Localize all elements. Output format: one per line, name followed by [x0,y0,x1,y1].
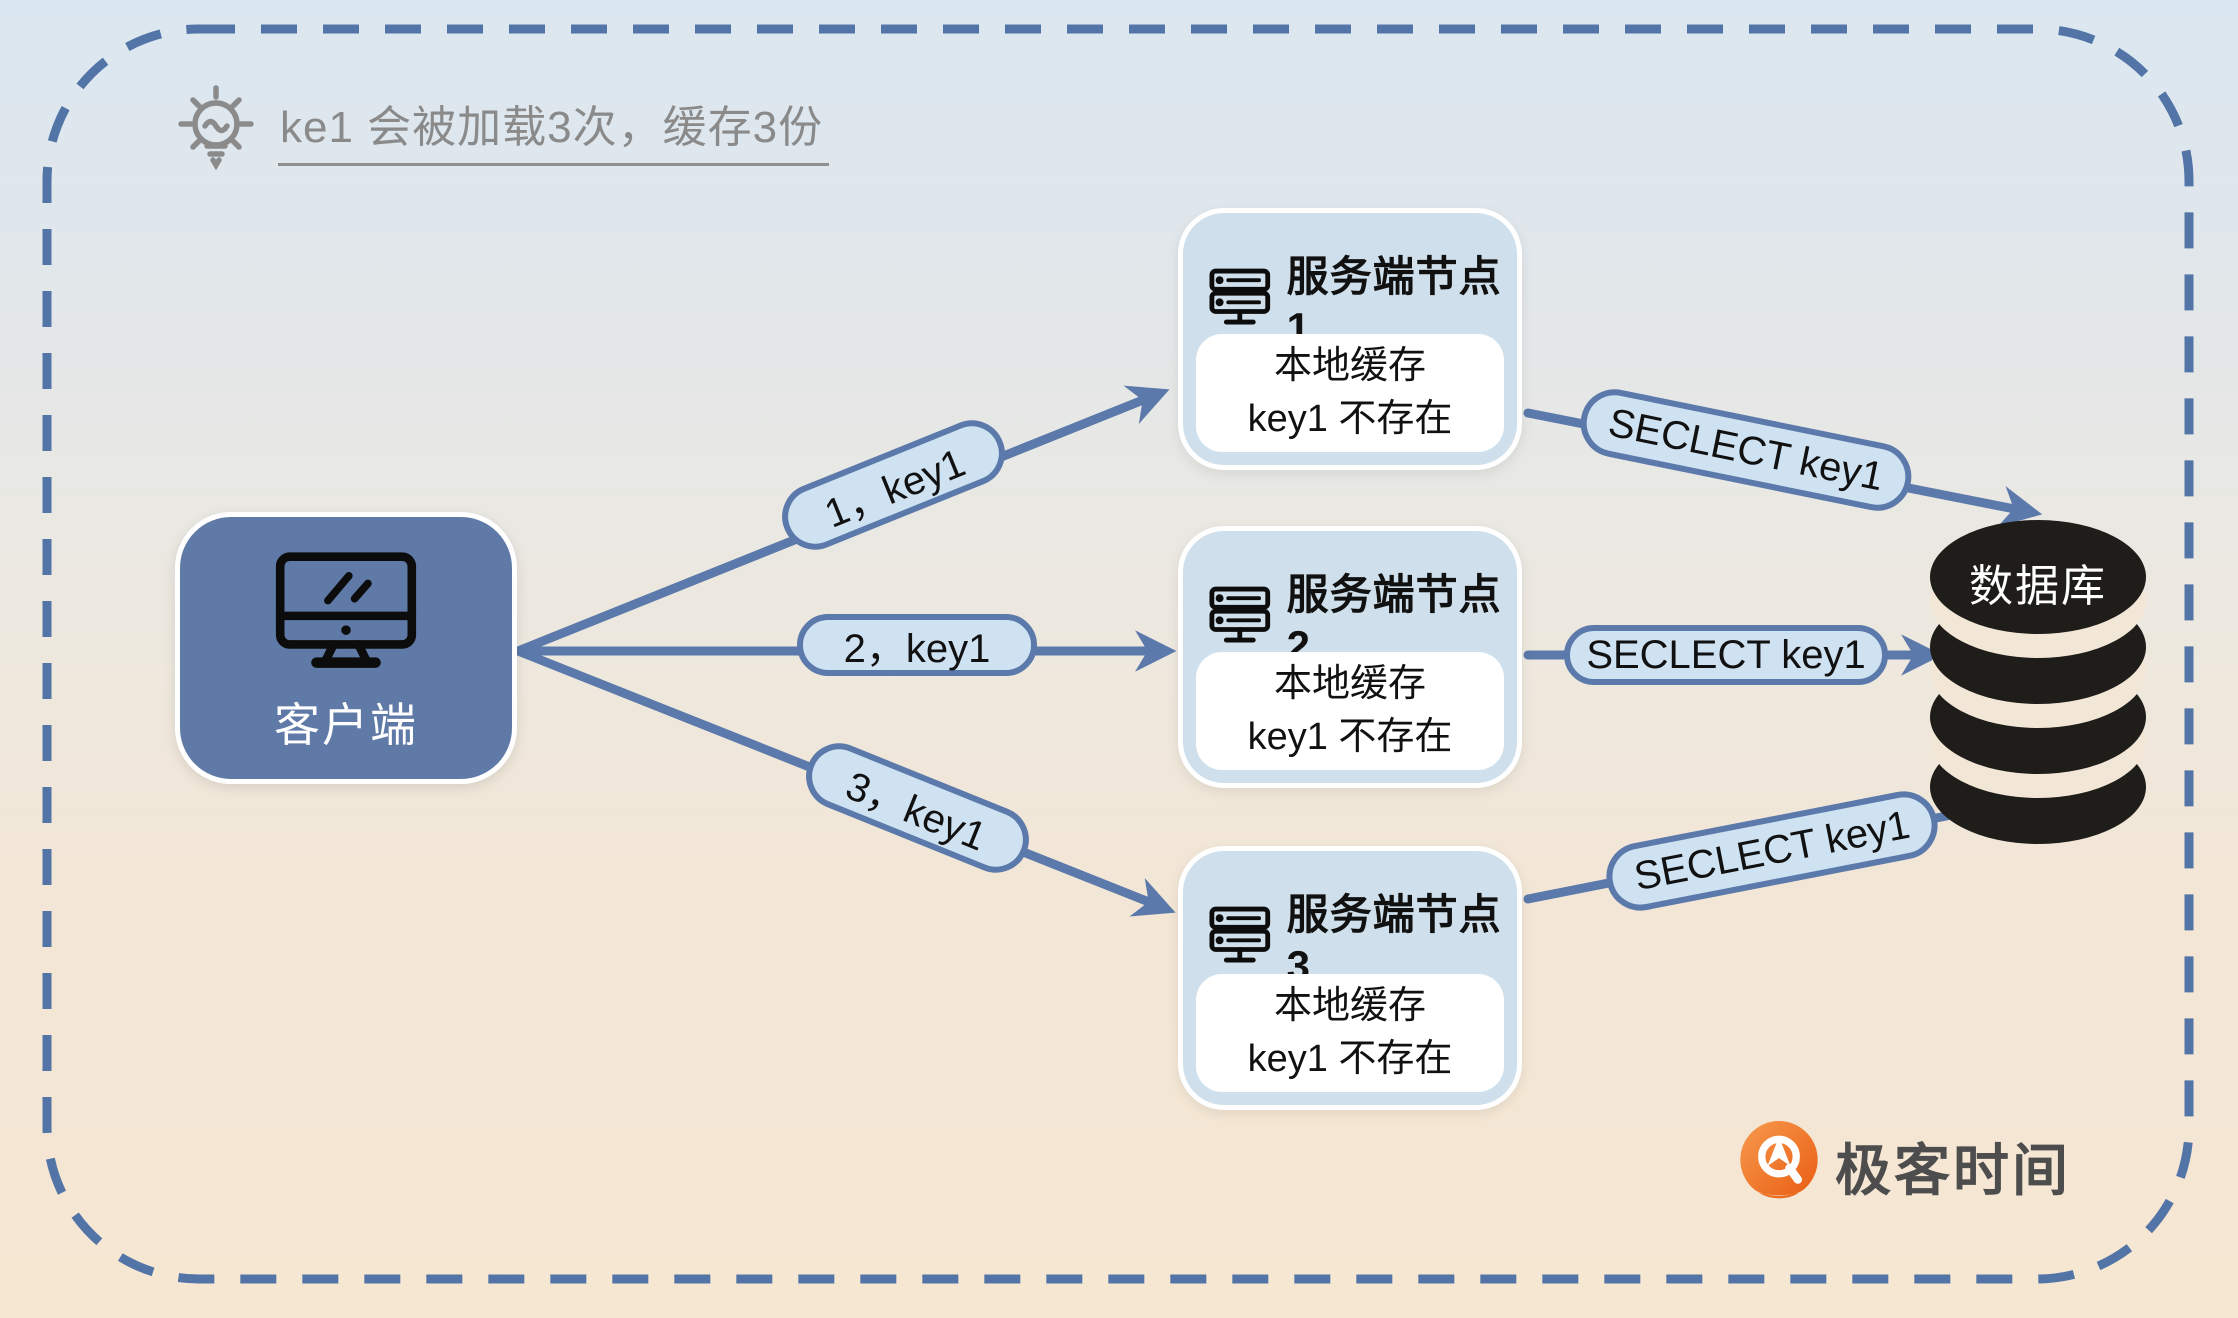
node-2-title: 服务端节点2 [1286,571,1502,669]
database-cylinder-icon [1930,520,2146,844]
server-node-2: 服务端节点2 本地缓存 key1 不存在 [1178,526,1522,788]
cache-line-1: 本地缓存 [1273,344,1426,387]
geektime-logo-icon [1740,1121,1818,1199]
node-1-header: 服务端节点1 [1183,213,1517,352]
cache-line-2: key1 不存在 [1247,716,1453,758]
cache-line-1: 本地缓存 [1273,984,1426,1027]
server-icon [1209,586,1271,642]
server-node-1: 服务端节点1 本地缓存 key1 不存在 [1178,208,1522,470]
hint: ke1 会被加载3次，缓存3份 [168,80,830,176]
node-1-cache-box: 本地缓存 key1 不存在 [1196,334,1504,452]
database-label: 数据库 [1969,562,2107,611]
geektime-logo-text: 极客时间 [1835,1138,2071,1202]
node-2-header: 服务端节点2 [1183,531,1517,670]
node-2-cache-box: 本地缓存 key1 不存在 [1196,652,1504,770]
server-icon [1209,906,1271,962]
cache-line-2: key1 不存在 [1247,398,1453,440]
dashed-border [42,24,2194,1284]
node-3-title: 服务端节点3 [1286,891,1502,989]
hint-text: ke1 会被加载3次，缓存3份 [278,91,830,166]
lightbulb-icon [178,85,254,171]
node-3-header: 服务端节点3 [1183,851,1517,990]
geektime-logo: 极客时间 [1737,1120,2071,1212]
node-1-title: 服务端节点1 [1286,253,1502,351]
node-3-cache-box: 本地缓存 key1 不存在 [1196,974,1504,1092]
server-icon [1209,268,1271,324]
request-pill-2: 2，key1 [797,614,1037,676]
cache-line-1: 本地缓存 [1273,662,1426,705]
cache-line-2: key1 不存在 [1247,1038,1453,1080]
client-label: 客户端 [274,699,418,751]
client-box: 客户端 [175,512,517,784]
server-node-3: 服务端节点3 本地缓存 key1 不存在 [1178,846,1522,1110]
monitor-icon [275,552,417,668]
query-pill-2: SECLECT key1 [1564,625,1888,685]
